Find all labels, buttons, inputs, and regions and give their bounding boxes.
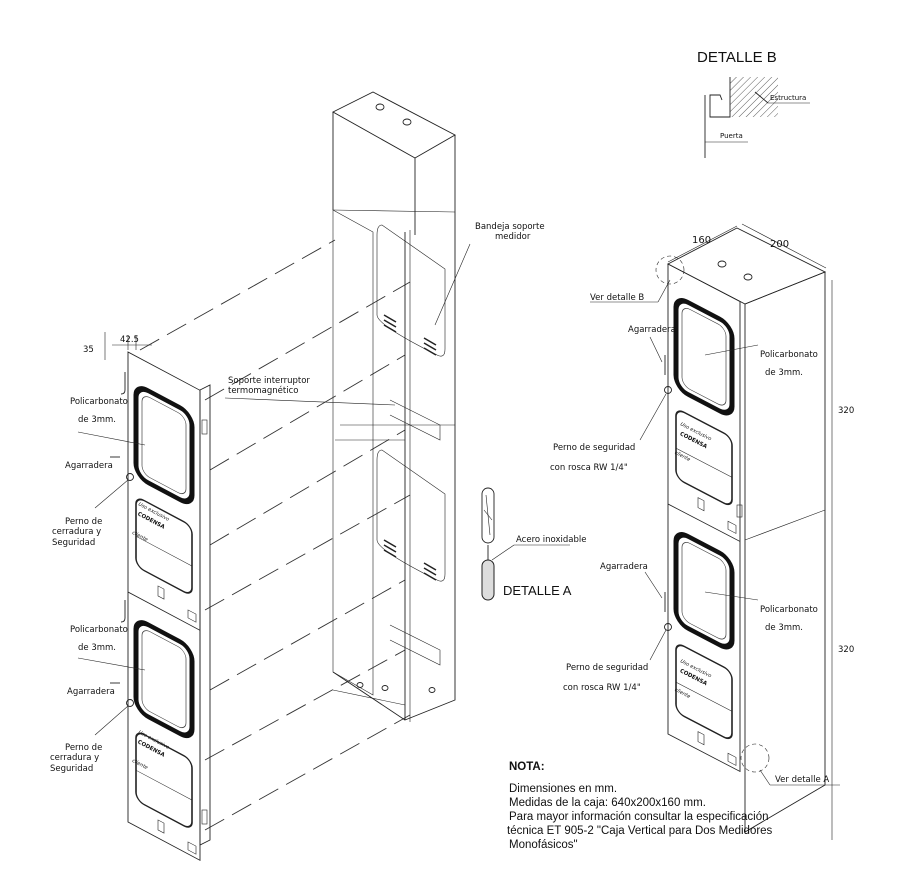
exploded-box: Bandeja soporte medidor Soporte interrup…: [224, 91, 545, 722]
perno-label-2: cerradura y: [50, 753, 99, 763]
detalle-a: Acero inoxidable DETALLE A: [481, 487, 586, 601]
dim-200: 200: [770, 239, 789, 250]
policarbonato-thickness-label: de 3mm.: [78, 643, 116, 653]
explosion-lines: [139, 239, 411, 831]
perno-label-2: con rosca RW 1/4": [563, 683, 641, 693]
policarbonato-label: Policarbonato: [760, 605, 818, 615]
meter-panel-client: cliente: [131, 758, 149, 771]
perno-label-2: con rosca RW 1/4": [550, 463, 628, 473]
policarbonato-thickness-label: de 3mm.: [78, 415, 116, 425]
agarradera-label: Agarradera: [67, 687, 115, 697]
perno-label-1: Perno de seguridad: [566, 663, 648, 673]
dim-320-bottom: 320: [838, 645, 854, 655]
policarbonato-label: Policarbonato: [70, 625, 128, 635]
detalle-a-title: DETALLE A: [503, 583, 572, 598]
agarradera-label: Agarradera: [628, 325, 676, 335]
dim-42-5: 42.5: [120, 335, 139, 345]
acero-label: Acero inoxidable: [516, 535, 586, 545]
agarradera-label: Agarradera: [65, 461, 113, 471]
nota-line: Dimensiones en mm.: [509, 783, 617, 795]
nota-line: Para mayor información consultar la espe…: [509, 811, 769, 823]
estructura-hatch: [730, 77, 778, 117]
soporte-label-2: termomagnético: [228, 385, 298, 396]
detalle-b: DETALLE B Estructura Puerta: [697, 49, 810, 158]
dim-160: 160: [692, 235, 711, 246]
dim-320-top: 320: [838, 406, 854, 416]
nota-line: Monofásicos": [509, 839, 578, 851]
perno-label-2: cerradura y: [52, 527, 101, 537]
meter-panel-upper: Uso exclusivo CODENSA cliente: [674, 421, 713, 463]
meter-panel-lower: Uso exclusivo CODENSA cliente: [131, 729, 170, 771]
ver-detalle-b-label: Ver detalle B: [590, 293, 644, 303]
perno-label-1: Perno de seguridad: [553, 443, 635, 453]
policarbonato-thickness-label: de 3mm.: [765, 623, 803, 633]
meter-panel-client: cliente: [131, 530, 149, 543]
dim-35: 35: [83, 345, 94, 355]
bandeja-label-2: medidor: [495, 232, 531, 242]
left-box-front-view: 35 42.5 Policarbonato de 3mm. Agarradera…: [50, 332, 211, 860]
agarradera-label: Agarradera: [600, 562, 648, 572]
soporte-label-1: Soporte interruptor: [228, 376, 310, 386]
perno-label-3: Seguridad: [50, 764, 93, 774]
right-box-isometric: 160 200 320 320 Ver detalle B Ver detall…: [550, 223, 854, 840]
puerta-label: Puerta: [720, 132, 743, 140]
nota-line: Medidas de la caja: 640x200x160 mm.: [509, 797, 706, 809]
perno-label-1: Perno de: [65, 517, 102, 527]
policarbonato-label: Policarbonato: [70, 397, 128, 407]
perno-label-3: Seguridad: [52, 538, 95, 548]
nota-title: NOTA:: [509, 761, 545, 773]
policarbonato-label: Policarbonato: [760, 350, 818, 360]
estructura-label: Estructura: [770, 94, 806, 102]
policarbonato-thickness-label: de 3mm.: [765, 368, 803, 378]
ver-detalle-a-label: Ver detalle A: [775, 775, 829, 785]
bandeja-label-1: Bandeja soporte: [475, 222, 545, 232]
nota-line: técnica ET 905-2 "Caja Vertical para Dos…: [507, 825, 773, 837]
perno-label-1: Perno de: [65, 743, 102, 753]
detalle-b-title: DETALLE B: [697, 49, 777, 66]
meter-panel-upper: Uso exclusivo CODENSA cliente: [131, 501, 170, 543]
nota-block: NOTA: Dimensiones en mm. Medidas de la c…: [507, 761, 773, 851]
